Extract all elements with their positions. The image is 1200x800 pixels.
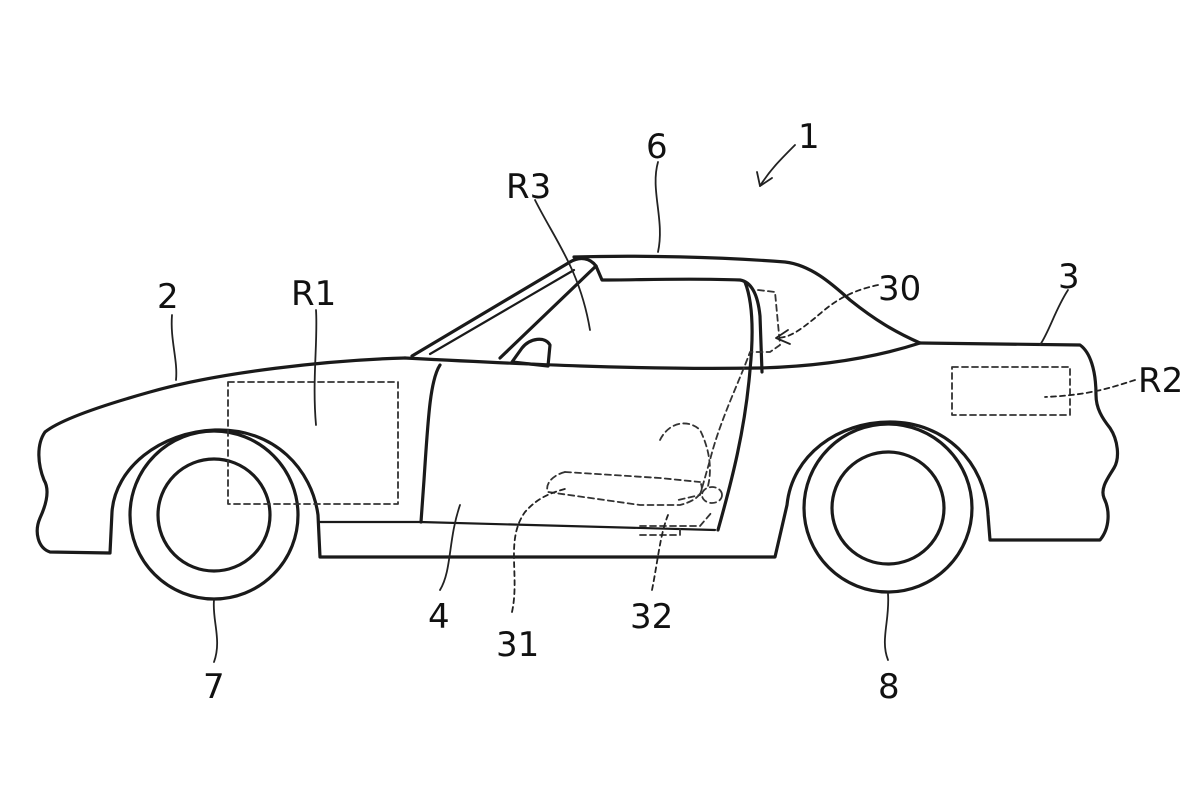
- seat-back-inner: [659, 422, 711, 487]
- label-front-wheel: 7: [203, 667, 225, 707]
- roof-panel: [572, 254, 922, 345]
- seat-rail-outline: [639, 511, 713, 536]
- label-rear-body: 3: [1058, 257, 1080, 297]
- region-r2-box: [951, 366, 1071, 416]
- label-front-body: 2: [157, 277, 179, 317]
- label-seat-rail: 32: [630, 597, 673, 637]
- leader-32: [651, 514, 669, 591]
- label-door: 4: [428, 597, 450, 637]
- seat-backrest: [677, 289, 781, 501]
- front-rim: [156, 457, 272, 573]
- leader-30: [775, 284, 879, 339]
- seat-cushion-outline: [546, 471, 703, 506]
- label-rear-wheel: 8: [878, 667, 900, 707]
- seat-frame: [564, 471, 701, 483]
- rear-rim: [830, 450, 946, 566]
- leader-3: [1039, 289, 1069, 346]
- leader-6: [654, 161, 661, 253]
- door-front-edge: [419, 363, 442, 524]
- leader-7: [212, 599, 219, 663]
- side-mirror: [510, 337, 552, 368]
- leader-31: [511, 487, 569, 613]
- beltline: [403, 341, 922, 370]
- label-roof: 6: [646, 127, 668, 167]
- label-region-front: R1: [291, 274, 336, 314]
- leader-1: [759, 144, 796, 187]
- rear-tire: [802, 422, 974, 594]
- label-seat-cushion: 31: [496, 625, 539, 665]
- door-window-frame: [594, 264, 764, 374]
- leader-1-arrow: [756, 171, 773, 187]
- label-region-rear: R2: [1138, 361, 1183, 401]
- windshield-inner: [428, 268, 576, 356]
- leader-30-arrow: [775, 329, 791, 345]
- leader-r1: [313, 309, 318, 426]
- label-region-cabin: R3: [506, 167, 551, 207]
- leader-2: [170, 314, 178, 381]
- door-rear-edge: [716, 280, 754, 532]
- leader-r3: [534, 199, 591, 331]
- label-vehicle: 1: [798, 117, 820, 157]
- region-r1-box: [227, 381, 399, 505]
- leader-r2: [1044, 379, 1136, 398]
- leader-4: [439, 504, 461, 591]
- seat-recliner: [701, 486, 723, 504]
- vehicle-body-outline: [35, 341, 1120, 559]
- leader-8: [883, 593, 890, 661]
- label-seat-assembly: 30: [878, 269, 921, 309]
- front-tire: [128, 429, 300, 601]
